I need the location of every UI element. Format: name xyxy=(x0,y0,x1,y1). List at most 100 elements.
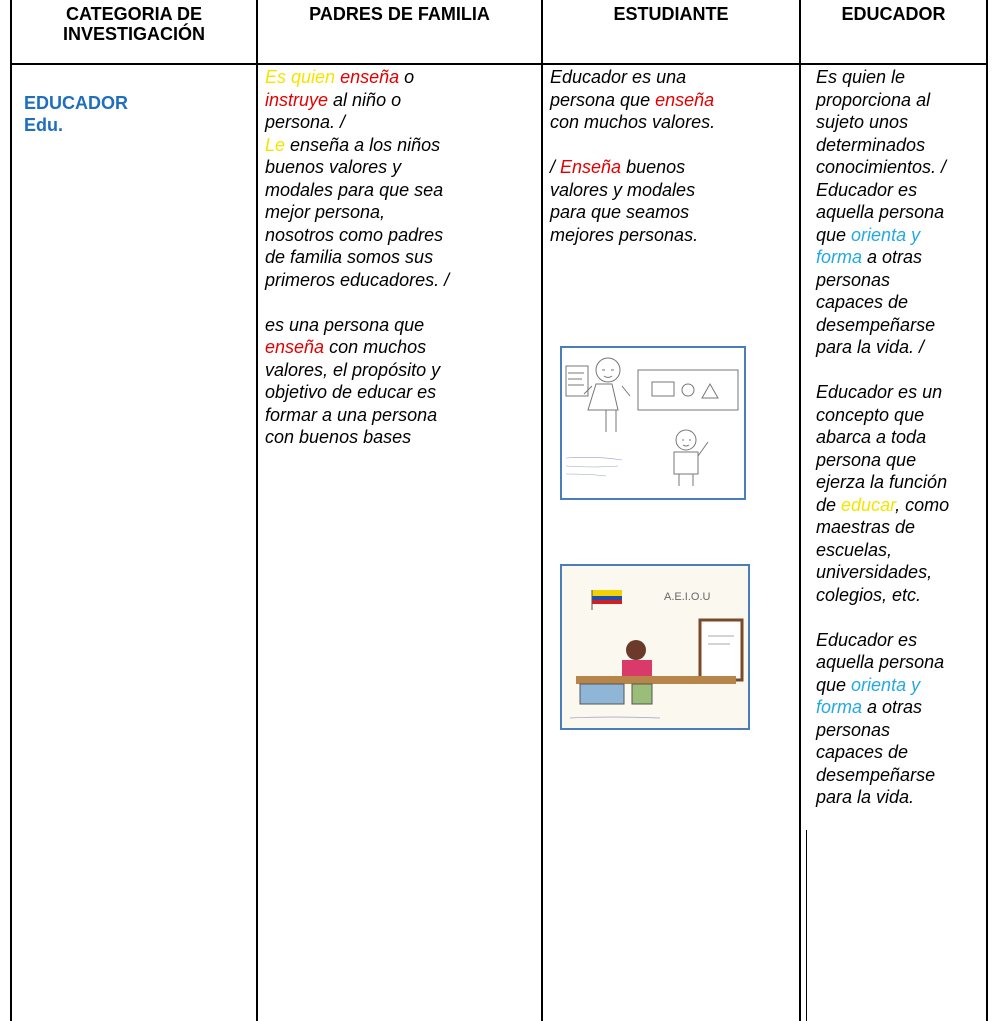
text-run: desempeñarse xyxy=(816,314,936,335)
header-student: ESTUDIANTE xyxy=(613,4,729,24)
text-run: de xyxy=(816,494,842,515)
student-response-2: / Enseña buenos valores y modales para q… xyxy=(550,156,795,246)
text-run: / xyxy=(550,157,561,177)
header-separator xyxy=(10,63,988,65)
student-drawing-teacher xyxy=(560,346,746,500)
text-run: colegios, etc. xyxy=(816,584,922,605)
text-run: persona que xyxy=(550,89,656,110)
text-run: valores, el propósito y xyxy=(265,359,441,380)
text-run: capaces de xyxy=(816,742,909,762)
educator-response-3: Educador es aquella persona que orienta … xyxy=(816,629,984,809)
text-run: personas xyxy=(816,719,891,740)
highlight-cyan: forma xyxy=(816,247,863,267)
highlight-cyan: forma xyxy=(816,697,863,717)
educator-response-2: Educador es un concepto que abarca a tod… xyxy=(816,381,984,606)
drawing-caption-vowels: A.E.I.O.U xyxy=(664,591,711,603)
text-run: escuelas, xyxy=(816,539,893,560)
highlight-red: Enseña xyxy=(560,157,622,177)
table-border-left xyxy=(10,0,12,1021)
text-run: concepto que xyxy=(816,404,925,425)
text-run: persona que xyxy=(816,449,917,470)
educator-response-1: Es quien le proporciona al sujeto unos d… xyxy=(816,66,984,359)
text-run: con muchos valores. xyxy=(550,112,716,132)
text-run: proporciona al xyxy=(816,89,931,110)
student-cell: Educador es una persona que enseña con m… xyxy=(550,66,795,246)
parents-response-2: Le enseña a los niños buenos valores y m… xyxy=(265,134,537,292)
text-run: buenos valores y xyxy=(265,157,402,177)
text-run: al niño o xyxy=(328,89,402,110)
text-run: determinados xyxy=(816,134,926,155)
text-run: con muchos xyxy=(324,337,427,357)
classroom-drawing-image: A.E.I.O.U xyxy=(562,566,748,728)
text-run: objetivo de educar es xyxy=(265,382,437,402)
text-run: , como xyxy=(895,494,950,515)
highlight-red: enseña xyxy=(340,67,400,87)
header-parents: PADRES DE FAMILIA xyxy=(309,4,490,24)
text-run: ejerza la función xyxy=(816,472,948,492)
text-run: es una persona que xyxy=(265,314,425,335)
header-educator: EDUCADOR xyxy=(841,4,946,24)
header-category-line1: CATEGORIA DE xyxy=(65,4,202,24)
text-run: enseña a los niños xyxy=(285,134,441,155)
text-run: universidades, xyxy=(816,562,933,582)
parents-response-1: Es quien enseña o instruye al niño o per… xyxy=(265,66,537,134)
text-run: o xyxy=(399,67,415,87)
text-run: de familia somos sus xyxy=(265,247,434,267)
text-run: a otras xyxy=(862,697,923,717)
header-category-line2: INVESTIGACIÓN xyxy=(62,24,205,44)
category-cell: EDUCADOR Edu. xyxy=(24,92,128,136)
text-run: capaces de xyxy=(816,292,909,312)
educator-cell: Es quien le proporciona al sujeto unos d… xyxy=(816,66,984,809)
category-abbr: Edu. xyxy=(24,115,63,135)
text-run: Es quien le xyxy=(816,67,906,87)
text-run: abarca a toda xyxy=(816,427,927,447)
text-run: buenos xyxy=(621,157,686,177)
text-run: que xyxy=(816,674,852,695)
parents-response-3: es una persona que enseña con muchos val… xyxy=(265,314,537,449)
category-name: EDUCADOR xyxy=(24,93,129,113)
table-divider-1 xyxy=(256,0,258,1021)
highlight-cyan: orienta y xyxy=(851,674,921,695)
text-run: conocimientos. / xyxy=(816,157,947,177)
text-run: Educador es un xyxy=(816,382,943,402)
student-drawing-classroom: A.E.I.O.U xyxy=(560,564,750,730)
text-run: con buenos bases xyxy=(265,427,412,447)
student-response-1: Educador es una persona que enseña con m… xyxy=(550,66,795,134)
text-run: para que seamos xyxy=(550,202,690,222)
table-divider-3 xyxy=(799,0,801,1021)
text-run: que xyxy=(816,224,852,245)
highlight-yellow: educar xyxy=(841,494,896,515)
text-run: nosotros como padres xyxy=(265,224,444,245)
text-run: Educador es xyxy=(816,179,918,200)
table-border-right xyxy=(986,0,988,1021)
highlight-yellow: Le xyxy=(265,134,286,155)
text-run: maestras de xyxy=(816,517,916,537)
highlight-red: enseña xyxy=(655,89,715,110)
text-run: mejor persona, xyxy=(265,202,386,222)
text-run: aquella persona xyxy=(816,652,945,672)
table-divider-2 xyxy=(541,0,543,1021)
educator-inner-rule xyxy=(806,830,807,1021)
text-run: persona. / xyxy=(265,112,346,132)
text-run: aquella persona xyxy=(816,202,945,222)
text-run: Educador es una xyxy=(550,67,687,87)
text-run: mejores personas. xyxy=(550,224,699,245)
text-run: modales para que sea xyxy=(265,179,444,200)
header-category: CATEGORIA DE INVESTIGACIÓN xyxy=(12,4,256,44)
text-run: primeros educadores. / xyxy=(265,269,450,290)
text-run: para la vida. xyxy=(816,787,915,807)
text-run: formar a una persona xyxy=(265,404,438,425)
highlight-red: instruye xyxy=(265,89,329,110)
teacher-drawing-image xyxy=(565,357,739,486)
parents-cell: Es quien enseña o instruye al niño o per… xyxy=(265,66,537,449)
text-run: personas xyxy=(816,269,891,290)
text-run: Educador es xyxy=(816,629,918,650)
highlight-cyan: orienta y xyxy=(851,224,921,245)
text-run: desempeñarse xyxy=(816,764,936,785)
highlight-red: enseña xyxy=(265,337,325,357)
text-run: para la vida. / xyxy=(816,337,925,357)
text-run: a otras xyxy=(862,247,923,267)
highlight-yellow: Es quien xyxy=(265,67,336,87)
text-run: valores y modales xyxy=(550,179,696,200)
